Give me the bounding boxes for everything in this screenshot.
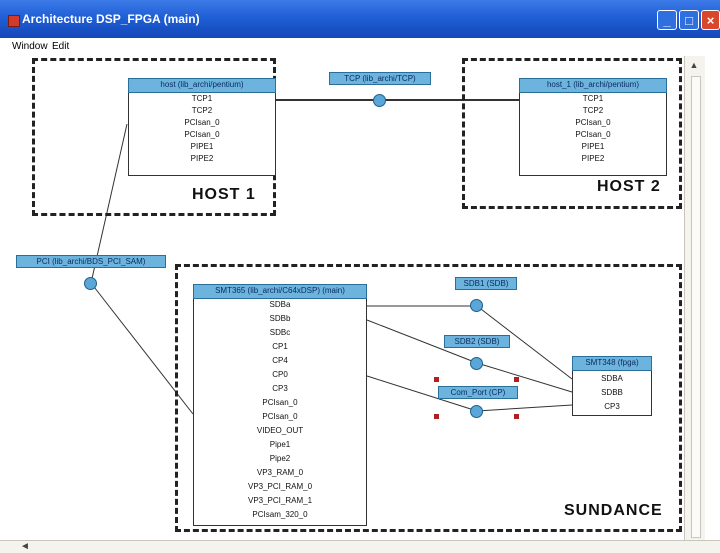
component-host-1-title: host_1 (lib_archi/pentium) [519, 78, 667, 93]
title-bar[interactable]: Architecture DSP_FPGA (main) _ □ × [0, 0, 720, 38]
window-title: Architecture DSP_FPGA (main) [22, 12, 200, 26]
component-host[interactable]: host (lib_archi/pentium) TCP1 TCP2 PCIsa… [128, 78, 276, 176]
port-pipe1[interactable]: PIPE1 [581, 142, 605, 151]
port-tcp2[interactable]: TCP2 [191, 106, 213, 115]
port-tcp2[interactable]: TCP2 [582, 106, 604, 115]
port-pcisan[interactable]: PCIsan_0 [184, 118, 220, 127]
app-icon [8, 15, 20, 27]
port-cp1[interactable]: CP1 [272, 342, 288, 351]
port-vp3-ram[interactable]: VP3_RAM_0 [256, 468, 304, 477]
port-sdbb[interactable]: SDBb [269, 314, 291, 323]
port-cp4[interactable]: CP4 [272, 356, 288, 365]
scroll-left-icon[interactable]: ◄ [20, 541, 30, 552]
menu-edit[interactable]: Edit [52, 41, 70, 52]
selection-handle[interactable] [514, 377, 519, 382]
port-tcp1[interactable]: TCP1 [191, 94, 213, 103]
port-cp3[interactable]: CP3 [604, 402, 620, 411]
group-host2-label: HOST 2 [597, 178, 661, 195]
port-pcisan[interactable]: PCIsan_0 [575, 118, 611, 127]
close-button[interactable]: × [701, 10, 720, 30]
selection-handle[interactable] [434, 377, 439, 382]
port-sdbc[interactable]: SDBc [269, 328, 291, 337]
connector-tcp-dot[interactable] [373, 94, 386, 107]
component-host-1[interactable]: host_1 (lib_archi/pentium) TCP1 TCP2 PCI… [519, 78, 667, 176]
connector-com-port-dot[interactable] [470, 405, 483, 418]
port-pcisan[interactable]: PCIsan_0 [184, 130, 220, 139]
scroll-up-icon[interactable]: ▲ [689, 60, 699, 70]
component-smt365-title: SMT365 (lib_archi/C64xDSP) (main) [193, 284, 367, 299]
port-sdba[interactable]: SDBa [269, 300, 291, 309]
horizontal-scrollbar[interactable]: ◄ [0, 540, 720, 553]
sdb2-link-b[interactable] [476, 362, 573, 393]
port-pcisan[interactable]: PCIsan_0 [262, 412, 298, 421]
port-video-out[interactable]: VIDEO_OUT [256, 426, 304, 435]
maximize-button[interactable]: □ [679, 10, 699, 30]
port-pipe2[interactable]: PIPE2 [581, 154, 605, 163]
port-vp3-pci-ram-1[interactable]: VP3_PCI_RAM_1 [247, 496, 313, 505]
connector-sdb2-dot[interactable] [470, 357, 483, 370]
component-smt348[interactable]: SMT348 (fpga) SDBA SDBB CP3 [572, 356, 652, 416]
component-smt348-title: SMT348 (fpga) [572, 356, 652, 371]
connector-tcp-label[interactable]: TCP (lib_archi/TCP) [329, 72, 431, 85]
port-sdba[interactable]: SDBA [601, 374, 623, 383]
menu-window[interactable]: Window [12, 41, 48, 52]
diagram-canvas[interactable]: HOST 1 HOST 2 SUNDANCE host (lib_archi/p… [12, 56, 682, 540]
selection-handle[interactable] [514, 414, 519, 419]
port-pipe2[interactable]: Pipe2 [269, 454, 291, 463]
port-tcp1[interactable]: TCP1 [582, 94, 604, 103]
connector-sdb1-label[interactable]: SDB1 (SDB) [455, 277, 517, 290]
connector-sdb2-label[interactable]: SDB2 (SDB) [444, 335, 510, 348]
connector-pci-label[interactable]: PCI (lib_archi/BDS_PCI_SAM) [16, 255, 166, 268]
port-pipe2[interactable]: PIPE2 [190, 154, 214, 163]
vertical-scrollbar[interactable]: ▲ [684, 56, 705, 540]
connector-com-port-label[interactable]: Com_Port (CP) [438, 386, 518, 399]
component-smt365[interactable]: SMT365 (lib_archi/C64xDSP) (main) SDBa S… [193, 284, 367, 526]
port-cp3[interactable]: CP3 [272, 384, 288, 393]
group-host1-label: HOST 1 [192, 186, 256, 203]
minimize-button[interactable]: _ [657, 10, 677, 30]
port-pipe1[interactable]: Pipe1 [269, 440, 291, 449]
port-cp0[interactable]: CP0 [272, 370, 288, 379]
port-pcisan[interactable]: PCIsan_0 [575, 130, 611, 139]
group-sundance-label: SUNDANCE [564, 502, 663, 519]
connector-sdb1-dot[interactable] [470, 299, 483, 312]
port-pcisam-320[interactable]: PCIsam_320_0 [252, 510, 308, 519]
selection-handle[interactable] [434, 414, 439, 419]
port-sdbb[interactable]: SDBB [601, 388, 623, 397]
menu-bar: Window Edit [0, 38, 720, 56]
port-pipe1[interactable]: PIPE1 [190, 142, 214, 151]
port-vp3-pci-ram-0[interactable]: VP3_PCI_RAM_0 [247, 482, 313, 491]
component-host-title: host (lib_archi/pentium) [128, 78, 276, 93]
cp-link-a[interactable] [366, 375, 478, 412]
scroll-track[interactable] [691, 76, 701, 538]
cp-link-b[interactable] [476, 404, 573, 412]
sdb1-link-b[interactable] [476, 305, 573, 380]
port-pcisan[interactable]: PCIsan_0 [262, 398, 298, 407]
sdb2-link-a[interactable] [366, 319, 478, 364]
group-host2[interactable] [462, 58, 682, 209]
group-sundance[interactable] [175, 264, 682, 532]
connector-pci-dot[interactable] [84, 277, 97, 290]
